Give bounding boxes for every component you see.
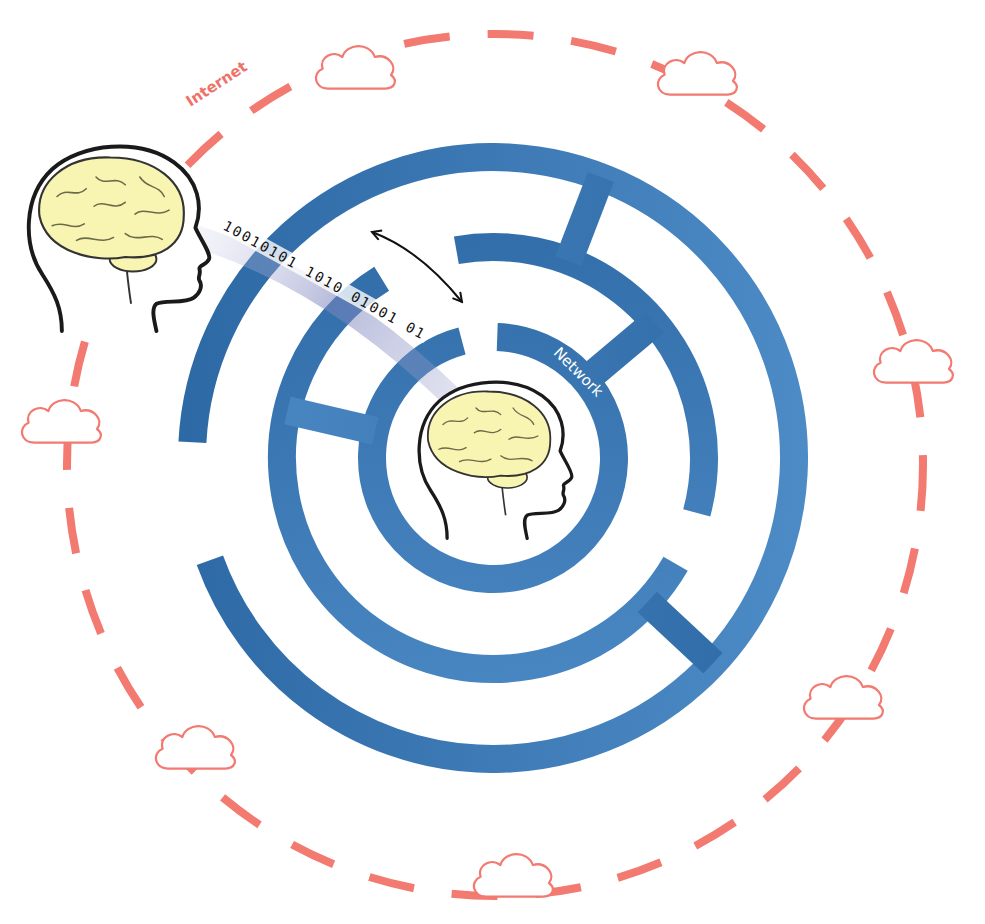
- outer-ring: [178, 143, 808, 773]
- maze-wall: [288, 411, 376, 431]
- cloud-icon: [658, 52, 737, 94]
- maze-rings: [178, 143, 808, 773]
- cloud-icon: [22, 400, 101, 442]
- cloud-icon: [156, 726, 235, 768]
- cloud-icon: [316, 46, 395, 88]
- inner-ring: [368, 333, 618, 583]
- maze-wall: [586, 322, 655, 380]
- cloud-icon: [804, 676, 883, 718]
- region-label: Internet: [183, 58, 251, 111]
- data-beam: [195, 236, 455, 400]
- cloud-icon: [474, 854, 553, 896]
- cloud-icon: [874, 340, 953, 382]
- dashed-boundary: [67, 34, 923, 896]
- outer-head: [29, 147, 210, 332]
- double-arrow: [372, 232, 462, 302]
- inner-head: [419, 382, 572, 538]
- maze-wall: [569, 177, 601, 261]
- maze-wall: [647, 602, 713, 663]
